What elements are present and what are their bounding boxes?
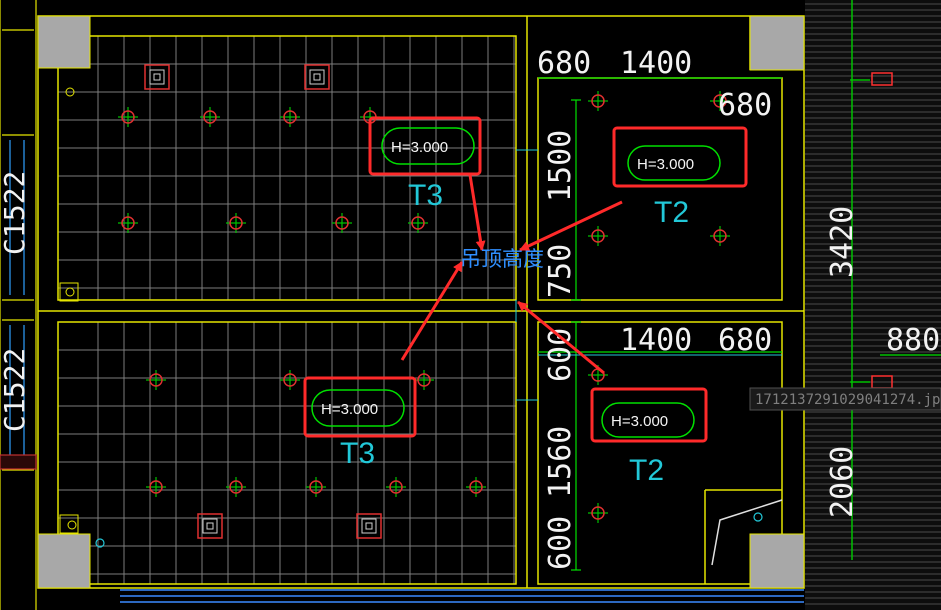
ceiling-light [306,477,326,497]
svg-text:H=3.000: H=3.000 [637,156,694,173]
dim-right-680: 680 [718,88,772,123]
dim-top-680: 680 [537,46,591,81]
ceiling-light [710,226,730,246]
height-tag-top-left: H=3.000 [381,127,475,165]
walls [37,15,805,603]
dim-v-750: 750 [543,244,578,298]
svg-text:H=3.000: H=3.000 [391,139,448,156]
small-circle [95,538,105,548]
ceiling-vent [304,64,330,90]
dim-v-1560: 1560 [543,426,578,498]
callout-arrows [400,174,623,375]
ceiling-light [226,213,246,233]
ceiling-height-label: 吊顶高度 [460,247,544,271]
ceiling-vent [197,513,223,539]
dim-mid-680: 680 [718,323,772,358]
hatch-area [805,0,941,610]
ceiling-grids [58,36,516,584]
dim-v-1500: 1500 [543,130,578,202]
dim-right-2060: 2060 [825,446,860,518]
ceiling-light [226,477,246,497]
room-label-top-left: T3 [408,179,443,212]
ceiling-light [280,370,300,390]
left-wall-strip [0,0,37,610]
height-tag-top-right: H=3.000 [627,145,721,181]
ceiling-light [588,91,608,111]
ceiling-light [332,213,352,233]
ceiling-light [146,477,166,497]
svg-text:1712137291029041274.jp: 1712137291029041274.jp [755,392,940,408]
ceiling-vent [356,513,382,539]
window-tag-upper: C1522 [0,171,31,255]
ceiling-light [710,91,730,111]
ceiling-lights [118,91,730,523]
dim-right-880: 880 [886,323,940,358]
ceiling-light [146,370,166,390]
dim-right-3420: 3420 [825,206,860,278]
ceiling-light [588,503,608,523]
ceiling-light [588,226,608,246]
ceiling-vents [144,64,382,539]
ceiling-light [118,213,138,233]
height-tag-bottom-left: H=3.000 [311,389,405,427]
small-circle [753,512,763,522]
window-tag-lower: C1522 [0,348,31,432]
height-tag-bottom-right: H=3.000 [601,402,695,438]
ceiling-light [414,370,434,390]
cyan-lines [515,149,538,401]
marker-upper-right [871,72,893,86]
dim-mid-1400: 1400 [620,323,692,358]
highlight-boxes [303,116,748,443]
ceiling-vent [144,64,170,90]
ceiling-light [466,477,486,497]
room-label-bottom-left: T3 [340,437,375,470]
column-hatch [37,15,805,589]
room-label-top-right: T2 [654,196,689,229]
ceiling-light [118,107,138,127]
dim-top-1400: 1400 [620,46,692,81]
ceiling-light [280,107,300,127]
room-label-bottom-right: T2 [629,454,664,487]
ceiling-light [200,107,220,127]
reference-overlay: 1712137291029041274.jp [749,387,941,411]
svg-text:H=3.000: H=3.000 [321,401,378,418]
columns [38,16,804,588]
svg-text:H=3.000: H=3.000 [611,413,668,430]
ceiling-light [408,213,428,233]
ceiling-light [386,477,406,497]
dim-v-600-low: 600 [543,516,578,570]
